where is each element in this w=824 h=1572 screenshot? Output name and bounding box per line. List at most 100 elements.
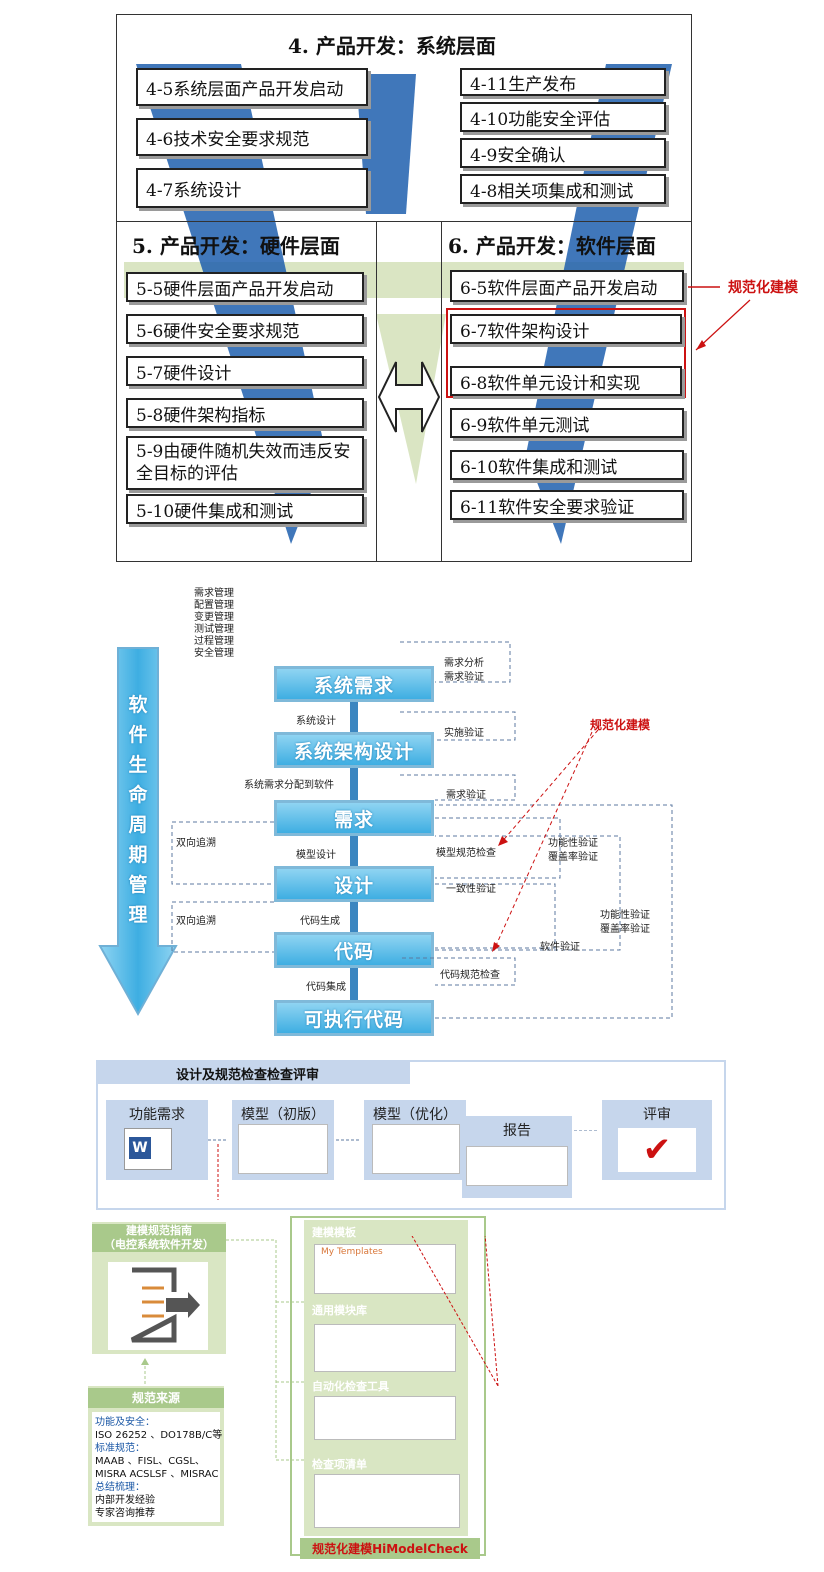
mgmt-item: 测试管理 <box>194 624 234 635</box>
between-model-design: 模型设计 <box>296 850 336 861</box>
sw-box-6-10: 6-10软件集成和测试 <box>450 450 684 480</box>
lifecycle-label: 软 件 生 命 周 期 管 理 <box>120 690 156 930</box>
label-code-check: 代码规范检查 <box>440 970 500 981</box>
lifecycle-char: 生 <box>128 754 148 776</box>
callout-label-middle: 规范化建模 <box>590 718 651 732</box>
mgmt-item: 需求管理 <box>194 588 234 599</box>
management-list: 需求管理 配置管理 变更管理 测试管理 过程管理 安全管理 <box>194 588 234 660</box>
label-cov-verify-1: 覆盖率验证 <box>548 852 598 863</box>
sw-box-6-11: 6-11软件安全要求验证 <box>450 490 684 520</box>
lifecycle-char: 件 <box>128 724 148 746</box>
card-function-req-title: 功能需求 <box>129 1107 185 1123</box>
lifecycle-arrow <box>98 647 178 1017</box>
mgmt-item: 配置管理 <box>194 600 234 611</box>
between-system-design: 系统设计 <box>296 716 336 727</box>
verification-loops <box>171 641 673 1019</box>
mgmt-item: 过程管理 <box>194 636 234 647</box>
system-box-4-6: 4-6技术安全要求规范 <box>136 118 368 156</box>
sw-level-title: 6. 产品开发：软件层面 <box>448 234 656 258</box>
iso-diagram-frame <box>116 14 692 562</box>
source-line: 专家咨询推荐 <box>95 1508 155 1519</box>
sw-column-divider <box>441 221 442 562</box>
library-thumbnail <box>314 1324 456 1372</box>
label-trace-2: 双向追溯 <box>176 916 216 927</box>
card-report-title: 报告 <box>503 1123 531 1139</box>
step-code: 代码 <box>274 932 434 968</box>
label-consistency: 一致性验证 <box>446 884 496 895</box>
guide-title-line: （电控系统软件开发） <box>104 1238 214 1251</box>
step-design: 设计 <box>274 866 434 902</box>
label-func-verify-2: 功能性验证 <box>600 910 650 921</box>
source-body: 功能及安全： ISO 26252 、DO178B/C等 标准规范： MAAB 、… <box>92 1412 222 1522</box>
guide-to-tools-connectors <box>226 1236 499 1461</box>
word-doc-icon: W <box>124 1128 172 1170</box>
guide-title: 建模规范指南 （电控系统软件开发） <box>92 1224 226 1252</box>
label-soft-verify: 软件验证 <box>540 942 580 953</box>
hw-box-5-9: 5-9由硬件随机失效而违反安全目标的评估 <box>126 436 364 490</box>
source-title: 规范来源 <box>88 1388 224 1408</box>
mgmt-item: 变更管理 <box>194 612 234 623</box>
source-line: 功能及安全： <box>95 1417 155 1428</box>
review-flow-arrows <box>208 1130 598 1200</box>
card-model-optimized-title: 模型（优化） <box>373 1107 457 1123</box>
step-system-architecture: 系统架构设计 <box>274 732 434 768</box>
system-box-4-10: 4-10功能安全评估 <box>460 102 666 132</box>
source-line: MISRA ACSLSF 、MISRAC <box>95 1469 219 1480</box>
template-label: My Templates <box>321 1247 383 1257</box>
review-title-bar <box>96 1060 410 1084</box>
sw-box-6-8: 6-8软件单元设计和实现 <box>450 366 682 396</box>
callout-label-top: 规范化建模 <box>728 280 798 296</box>
between-code-gen: 代码生成 <box>300 916 340 927</box>
lifecycle-char: 软 <box>128 694 148 716</box>
label-model-check: 模型规范检查 <box>436 848 496 859</box>
hw-box-5-6: 5-6硬件安全要求规范 <box>126 314 364 344</box>
system-box-4-8: 4-8相关项集成和测试 <box>460 174 666 204</box>
source-to-guide-arrow <box>141 1358 149 1384</box>
system-box-4-11: 4-11生产发布 <box>460 68 666 96</box>
himodelcheck-footer: 规范化建模HiModelCheck <box>300 1538 480 1559</box>
tool-checklist-title: 检查项清单 <box>312 1458 367 1471</box>
hw-box-5-10: 5-10硬件集成和测试 <box>126 494 364 524</box>
model-initial-thumbnail <box>238 1124 328 1174</box>
tool-library-title: 通用模块库 <box>312 1304 367 1317</box>
callout-arrows-middle <box>492 729 599 952</box>
tool-template-title: 建模模板 <box>312 1226 356 1239</box>
system-section-divider <box>116 221 692 222</box>
lifecycle-char: 周 <box>128 814 148 836</box>
between-req-allocation: 系统需求分配到软件 <box>244 780 334 791</box>
between-code-integration: 代码集成 <box>306 982 346 993</box>
callout-arrows-top <box>688 286 751 351</box>
document-arrow-icon <box>130 1267 200 1343</box>
lifecycle-char: 命 <box>128 784 148 806</box>
label-cov-verify-2: 覆盖率验证 <box>600 924 650 935</box>
mgmt-item: 安全管理 <box>194 648 234 659</box>
step-executable-code: 可执行代码 <box>274 1000 434 1036</box>
label-trace-1: 双向追溯 <box>176 838 216 849</box>
lifecycle-char: 理 <box>128 904 148 926</box>
source-line: 总结梳理： <box>95 1482 145 1493</box>
card-model-initial-title: 模型（初版） <box>241 1107 325 1123</box>
hw-box-5-7: 5-7硬件设计 <box>126 356 364 386</box>
step-requirements: 需求 <box>274 800 434 836</box>
template-thumbnail: My Templates <box>314 1244 456 1294</box>
hw-level-title: 5. 产品开发：硬件层面 <box>132 234 340 258</box>
card-review-title: 评审 <box>643 1107 671 1123</box>
label-impl-verify: 实施验证 <box>444 728 484 739</box>
guide-doc-icon <box>108 1262 208 1350</box>
label-req-verify: 需求验证 <box>446 790 486 801</box>
hw-box-5-8: 5-8硬件架构指标 <box>126 398 364 428</box>
review-title: 设计及规范检查检查评审 <box>176 1068 320 1083</box>
system-box-4-7: 4-7系统设计 <box>136 168 368 208</box>
system-box-4-9: 4-9安全确认 <box>460 138 666 168</box>
model-optimized-thumbnail <box>372 1124 460 1174</box>
report-thumbnail <box>466 1146 568 1186</box>
label-req-analysis: 需求分析 <box>444 658 484 669</box>
system-box-4-5: 4-5系统层面产品开发启动 <box>136 68 368 106</box>
tool-auto-check-title: 自动化检查工具 <box>312 1380 389 1393</box>
label-func-verify-1: 功能性验证 <box>548 838 598 849</box>
source-line: MAAB 、FISL、CGSL、 <box>95 1456 205 1467</box>
guide-title-line: 建模规范指南 <box>126 1224 192 1237</box>
hw-box-5-5: 5-5硬件层面产品开发启动 <box>126 272 364 302</box>
sw-box-6-9: 6-9软件单元测试 <box>450 408 684 438</box>
hw-column-divider <box>376 221 377 562</box>
